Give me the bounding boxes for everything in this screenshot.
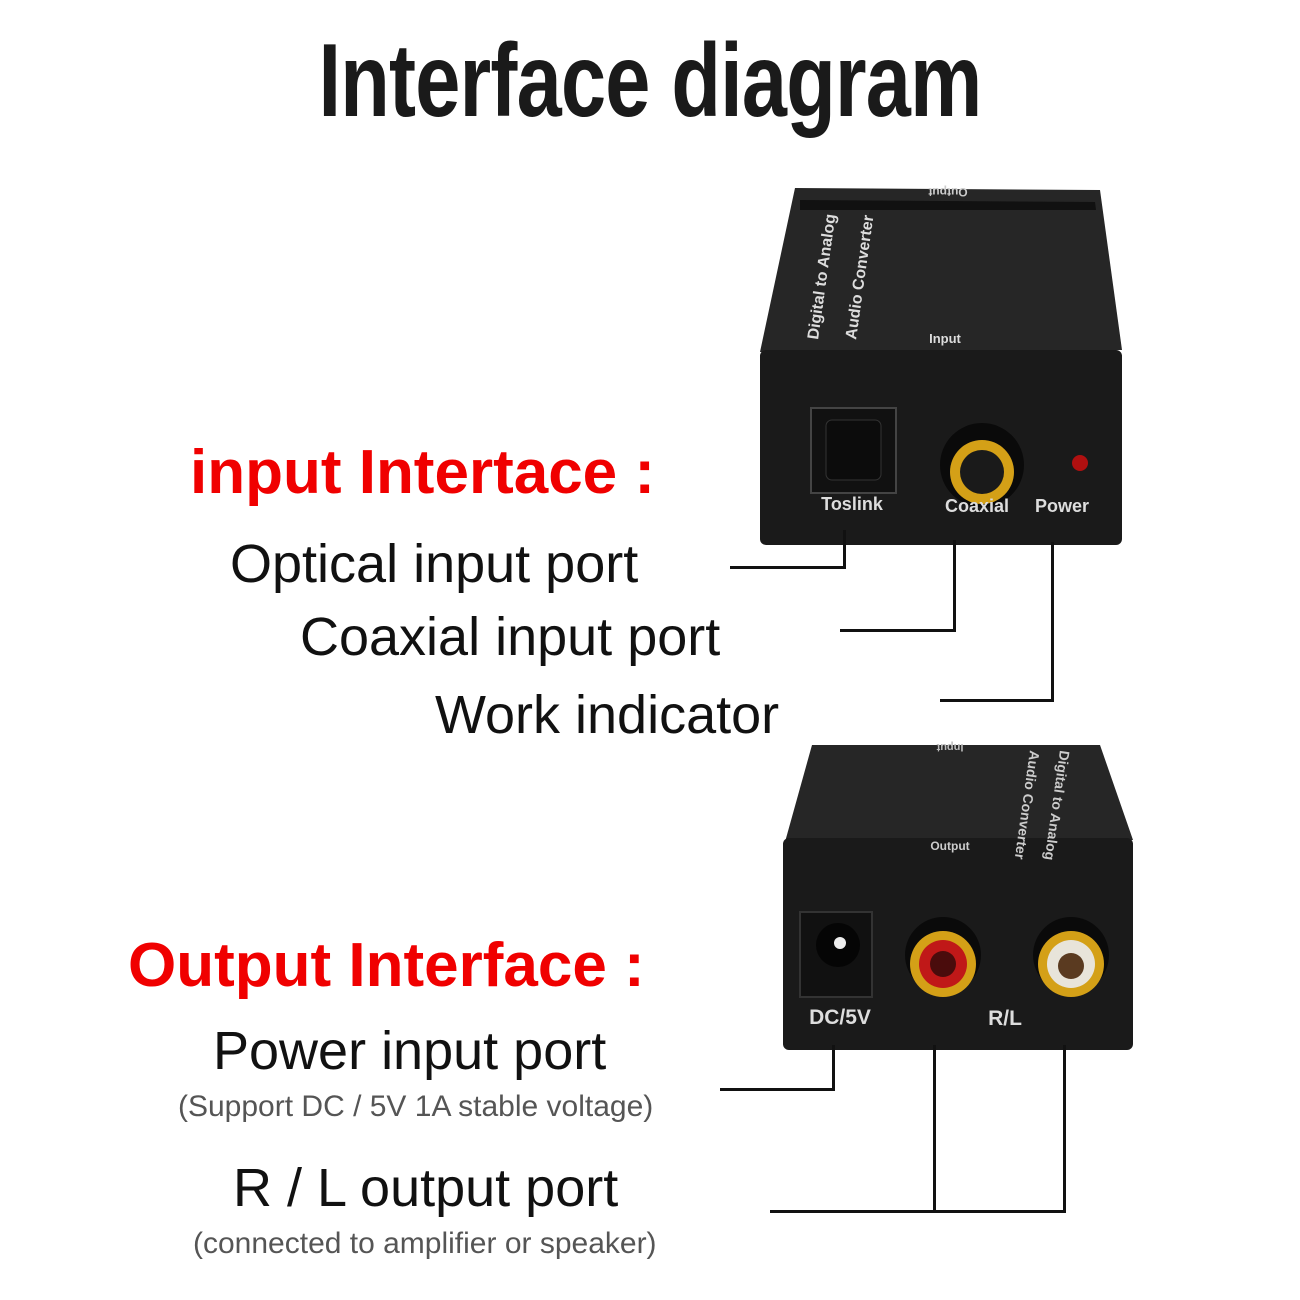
- rl-output-port-note: (connected to amplifier or speaker): [193, 1227, 657, 1260]
- toslink-port-icon: [810, 407, 897, 494]
- leader-line-rl: [770, 1210, 1066, 1213]
- input-interface-heading: input Intertace :: [190, 438, 656, 507]
- device-output-face: Input Digital to Analog Audio Converter …: [783, 741, 1133, 1050]
- leader-line-l-vertical: [1063, 1045, 1066, 1213]
- device-face-label: Input: [929, 331, 961, 346]
- work-indicator-label: Work indicator: [435, 685, 780, 745]
- port-label-dc: DC/5V: [809, 1006, 871, 1029]
- coaxial-port-icon: [940, 423, 1024, 507]
- device-top-label: Output: [928, 185, 967, 199]
- leader-line-work: [940, 699, 1054, 702]
- rca-red-port-icon: [905, 917, 981, 997]
- coaxial-input-port-label: Coaxial input port: [300, 607, 721, 667]
- rl-output-port-label: R / L output port: [233, 1158, 619, 1218]
- port-label-rl: R/L: [988, 1007, 1022, 1030]
- leader-line-power-vertical: [832, 1045, 835, 1091]
- leader-line-power: [720, 1088, 835, 1091]
- device-face-label: Output: [930, 839, 969, 853]
- power-input-port-note: (Support DC / 5V 1A stable voltage): [178, 1090, 654, 1123]
- leader-line-optical: [730, 566, 846, 569]
- device-input-face: Output Digital to Analog Audio Converter…: [760, 185, 1122, 545]
- power-led-icon: [1072, 455, 1088, 471]
- leader-line-r-vertical: [933, 1045, 936, 1213]
- power-input-port-label: Power input port: [213, 1021, 607, 1081]
- optical-input-port-label: Optical input port: [230, 534, 639, 594]
- leader-line-coaxial: [840, 629, 956, 632]
- dc-jack-icon: [799, 911, 873, 998]
- device-top-label: Input: [936, 741, 963, 753]
- port-label-coaxial: Coaxial: [945, 496, 1009, 516]
- leader-line-optical-vertical: [843, 530, 846, 569]
- rca-white-port-icon: [1033, 917, 1109, 997]
- port-label-toslink: Toslink: [821, 494, 884, 514]
- leader-line-coaxial-vertical: [953, 540, 956, 632]
- leader-line-work-vertical: [1051, 542, 1054, 702]
- port-label-power: Power: [1035, 496, 1089, 516]
- output-interface-heading: Output Interface :: [128, 931, 645, 1000]
- page-title: Interface diagram: [318, 23, 983, 139]
